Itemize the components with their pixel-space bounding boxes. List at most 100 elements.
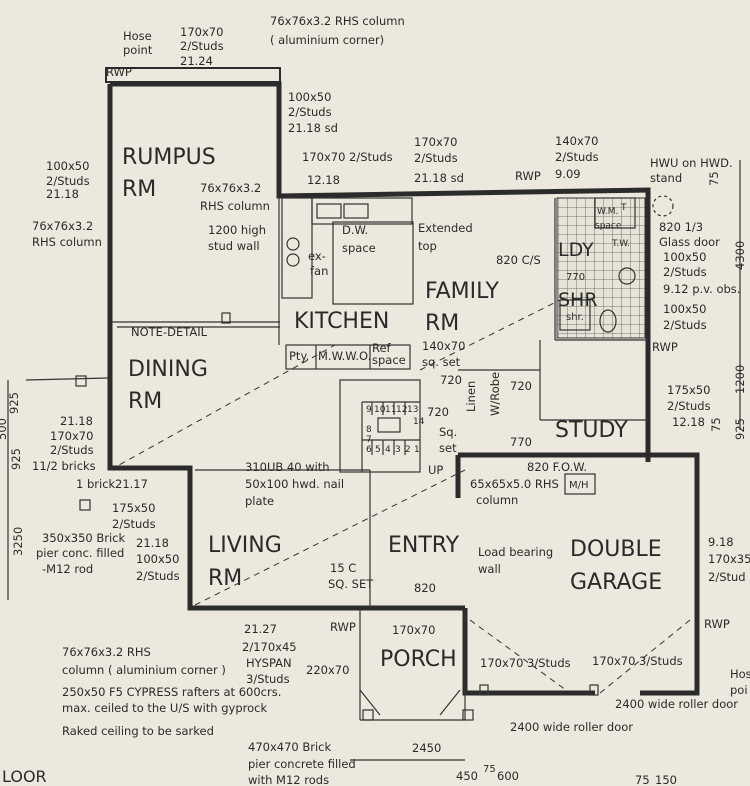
- porch-170x70: 170x70: [392, 623, 435, 637]
- dim-500: 500: [0, 418, 9, 440]
- rhs-bottom-2: column ( aluminium corner ): [62, 663, 226, 677]
- glass-door-5: 9.12 p.v. obs.: [663, 282, 740, 296]
- rwp-study: RWP: [652, 340, 678, 354]
- left-studs2-2: 2/Studs: [50, 443, 94, 457]
- dining-label-1: DINING: [128, 357, 208, 382]
- studs-100x50-3: 21.18 sd: [288, 121, 338, 135]
- left-rhs-col-2: RHS column: [32, 235, 102, 249]
- stair-num: 6: [366, 445, 372, 455]
- glass-door-4: 2/Studs: [663, 265, 707, 279]
- ex-fan-2: fan: [310, 264, 328, 278]
- shower-label: SHR: [558, 289, 598, 311]
- left-100x50-3: 21.18: [46, 187, 79, 201]
- sq-set-15c-1: 15 C: [330, 561, 356, 575]
- stair-num: 4: [385, 445, 391, 455]
- rafters-2: max. ceiled to the U/S with gyprock: [62, 701, 267, 715]
- stair-num: 3: [395, 445, 401, 455]
- stair-num: 11: [385, 405, 396, 415]
- left-100x50b-1: 100x50: [136, 552, 179, 566]
- studs-170x70-sd-2: 2/Studs: [414, 151, 458, 165]
- studs-140x70-1: 140x70: [555, 134, 598, 148]
- stair-num: 2: [405, 445, 411, 455]
- v2127: 21.27: [244, 622, 277, 636]
- glass-door-7: 2/Studs: [663, 318, 707, 332]
- studs-170x70-sd-1: 170x70: [414, 135, 457, 149]
- sq-set-2: set: [439, 441, 457, 455]
- d720a: 720: [440, 373, 462, 387]
- dim-3250: 3250: [11, 527, 25, 556]
- left-100x50-1: 100x50: [46, 159, 89, 173]
- studs-170x70-sd-3: 21.18 sd: [414, 171, 464, 185]
- note-detail: NOTE-DETAIL: [131, 325, 208, 339]
- studs-140x70-2: 2/Studs: [555, 150, 599, 164]
- space-label: space: [595, 221, 622, 231]
- v2117: 21.17: [115, 477, 148, 491]
- rhs-65-1: 65x65x5.0 RHS: [470, 477, 559, 491]
- rwp-garage: RWP: [704, 617, 730, 631]
- top-studs-2: 2/Studs: [180, 39, 224, 53]
- d600: 600: [497, 769, 519, 783]
- pier-350-3: -M12 rod: [42, 562, 93, 576]
- ref-space-1: Ref: [372, 341, 392, 355]
- rwp-top: RWP: [106, 65, 132, 79]
- glass-door-1: 820 1/3: [659, 220, 703, 234]
- stud-wall-1: 1200 high: [208, 223, 266, 237]
- v175x50-2: 2/Studs: [112, 517, 156, 531]
- stair-num: 10: [374, 405, 386, 415]
- hwu-1: HWU on HWD.: [650, 156, 733, 170]
- right-918-1: 9.18: [708, 535, 734, 549]
- d75b: 75: [635, 773, 650, 786]
- pier-470-3: with M12 rods: [248, 773, 329, 786]
- study-studs-1: 175x50: [667, 383, 710, 397]
- dim-75-top: 75: [707, 171, 721, 186]
- shr-lower: shr.: [566, 312, 584, 323]
- family-label-2: RM: [425, 311, 459, 336]
- d75a: 75: [483, 764, 496, 775]
- d220x70: 220x70: [306, 663, 349, 677]
- stud-wall-2: stud wall: [208, 239, 260, 253]
- rhs-bottom-1: 76x76x3.2 RHS: [62, 645, 151, 659]
- sq-set-15c-2: SQ. SET: [328, 577, 374, 591]
- t-label: T: [620, 203, 627, 213]
- left-100x50-2: 2/Studs: [46, 174, 90, 188]
- stair-num: 8: [366, 425, 372, 435]
- garage-label-1: DOUBLE: [570, 537, 662, 562]
- studs-140x70-3: 9.09: [555, 167, 581, 181]
- load-bearing-1: Load bearing: [478, 545, 553, 559]
- up-label: UP: [428, 463, 443, 477]
- pier-470-2: pier concrete filled: [248, 757, 356, 771]
- hose-point-1: Hose: [123, 29, 152, 43]
- glass-door-2: Glass door: [659, 235, 720, 249]
- dim-75-mid: 75: [709, 417, 723, 432]
- left-studs2-1: 170x70: [50, 429, 93, 443]
- wet-areas: [556, 197, 646, 339]
- hose-right-1: Hos: [730, 667, 750, 681]
- annotations: Hose point 170x70 2/Studs 21.24 76x76x3.…: [0, 14, 750, 786]
- dim-925-right: 925: [733, 418, 747, 440]
- load-bearing-2: wall: [478, 562, 501, 576]
- d770b: 770: [510, 435, 532, 449]
- fow-820: 820 F.O.W.: [527, 460, 587, 474]
- stair-num: 7: [366, 435, 372, 445]
- studs-100x50-2: 2/Studs: [288, 105, 332, 119]
- v175x50-1: 175x50: [112, 501, 155, 515]
- dim-4300: 4300: [733, 241, 747, 270]
- rumpus-rhs-2: RHS column: [200, 199, 270, 213]
- ex-fan-1: ex-: [308, 249, 326, 263]
- robe-label: W/Robe: [488, 372, 502, 416]
- d150: 150: [655, 773, 677, 786]
- hyspan-2: HYSPAN: [246, 656, 292, 670]
- entry-label: ENTRY: [388, 533, 460, 558]
- stair-num: 1: [414, 445, 420, 455]
- glass-door-6: 100x50: [663, 302, 706, 316]
- stair-num: 9: [366, 405, 372, 415]
- stair-num: 14: [413, 417, 425, 427]
- one-brick: 1 brick: [76, 477, 116, 491]
- d720b: 720: [510, 379, 532, 393]
- dw-space-2: space: [342, 241, 376, 255]
- rumpus-rhs-1: 76x76x3.2: [200, 181, 261, 195]
- beam-310-3: plate: [245, 494, 274, 508]
- ref-space-2: space: [372, 353, 406, 367]
- rafters-1: 250x50 F5 CYPRESS rafters at 600crs.: [62, 685, 281, 699]
